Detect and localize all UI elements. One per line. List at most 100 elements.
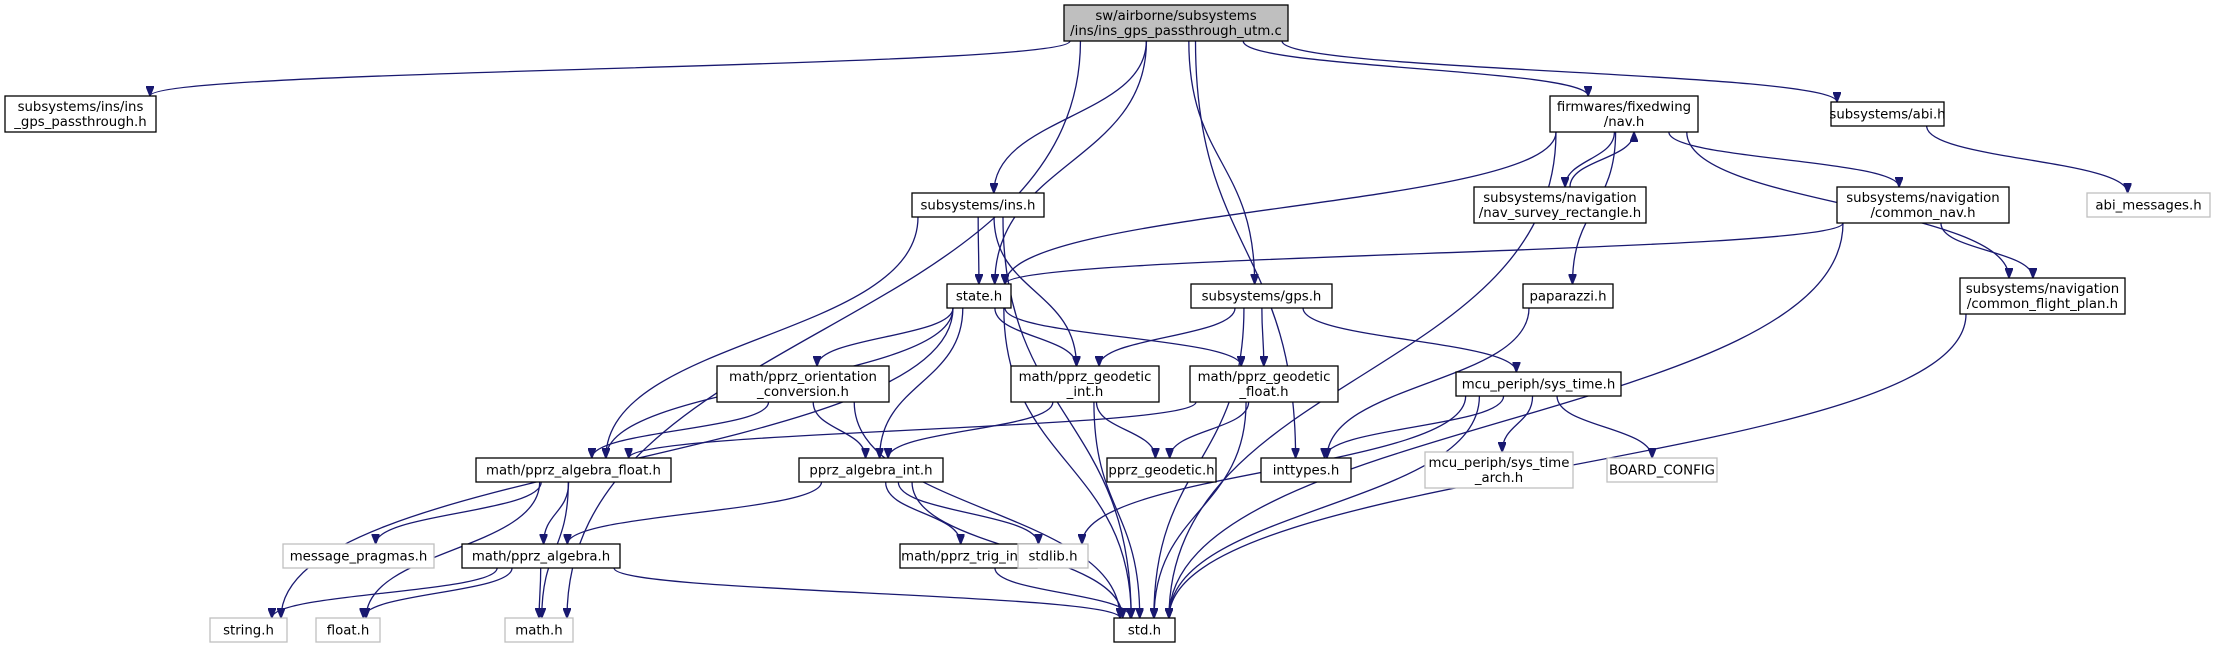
node-label-line: math/pprz_trig_int.h [901, 550, 1036, 565]
node-label-line: _arch.h [1474, 471, 1523, 486]
node-state-h[interactable]: state.h [946, 283, 1012, 309]
edge-algebra-float-h-to-algebra-h [544, 481, 570, 544]
node-nav-h[interactable]: firmwares/fixedwing/nav.h [1549, 95, 1699, 133]
edge-sys-time-h-to-board-config [1556, 395, 1652, 459]
edge-root-to-ins-h [994, 40, 1147, 193]
node-box [1260, 457, 1352, 483]
node-string-h[interactable]: string.h [209, 617, 288, 643]
node-message-pragmas-h[interactable]: message_pragmas.h [282, 543, 435, 569]
edge-root-to-nav-h [1242, 40, 1588, 97]
node-sys-time-arch-h[interactable]: mcu_periph/sys_time_arch.h [1424, 451, 1574, 489]
edge-orientation-conversion-h-to-std-h [853, 401, 1120, 618]
node-label-line: subsystems/gps.h [1202, 290, 1322, 305]
edge-trig-int-h-to-std-h [994, 567, 1131, 619]
node-orientation-conversion-h[interactable]: math/pprz_orientation_conversion.h [716, 365, 890, 403]
edge-common-nav-h-to-state-h [1005, 222, 1844, 285]
edge-root-to-state-h [995, 40, 1148, 284]
node-paparazzi-h[interactable]: paparazzi.h [1522, 283, 1614, 309]
edge-gps-h-to-geodetic-int-h [1099, 307, 1236, 367]
node-common-nav-h[interactable]: subsystems/navigation/common_nav.h [1836, 186, 2010, 224]
dependency-edges [150, 40, 2128, 619]
node-box [716, 365, 890, 403]
node-algebra-float-h[interactable]: math/pprz_algebra_float.h [475, 457, 672, 483]
node-geodetic-int-h[interactable]: math/pprz_geodetic_int.h [1010, 365, 1160, 403]
node-label-line: inttypes.h [1273, 464, 1340, 479]
node-label-line: state.h [956, 290, 1002, 305]
node-label-line: math/pprz_geodetic [1019, 370, 1152, 385]
edge-gps-h-to-geodetic-float-h [1262, 307, 1264, 366]
node-trig-int-h[interactable]: math/pprz_trig_int.h [899, 543, 1038, 569]
node-math-h[interactable]: math.h [504, 617, 574, 643]
node-board-config[interactable]: BOARD_CONFIG [1606, 457, 1718, 483]
node-box [1113, 617, 1176, 643]
edge-algebra-h-to-string-h [272, 567, 498, 619]
edge-nav-survey-rectangle-h-to-nav-h [1569, 131, 1634, 188]
node-label-line: math/pprz_algebra.h [472, 550, 610, 565]
node-inttypes-h[interactable]: inttypes.h [1260, 457, 1352, 483]
node-label-line: abi_messages.h [2095, 199, 2201, 214]
node-pprz-geodetic-h[interactable]: pprz_geodetic.h [1106, 457, 1217, 483]
node-stdlib-h[interactable]: stdlib.h [1017, 543, 1089, 569]
edge-sys-time-h-to-std-h [1169, 395, 1481, 618]
edge-geodetic-int-h-to-algebra-int-h [888, 401, 1054, 459]
node-label-line: /common_nav.h [1870, 206, 1975, 221]
node-algebra-h[interactable]: math/pprz_algebra.h [461, 543, 621, 569]
node-box [1473, 186, 1647, 224]
node-box [1455, 371, 1622, 397]
node-box [1606, 457, 1718, 483]
node-geodetic-float-h[interactable]: math/pprz_geodetic_float.h [1189, 365, 1339, 403]
edge-state-h-to-algebra-int-h [880, 307, 964, 458]
node-label-line: sw/airborne/subsystems [1095, 9, 1256, 24]
node-float-h[interactable]: float.h [315, 617, 381, 643]
edge-root-to-abi-h [1281, 40, 1837, 103]
node-box [282, 543, 435, 569]
node-label-line: firmwares/fixedwing [1557, 100, 1691, 115]
edge-common-nav-h-to-std-h [1169, 222, 1844, 618]
node-box [1549, 95, 1699, 133]
node-box [1836, 186, 2010, 224]
edge-ins-h-to-algebra-float-h [606, 216, 919, 458]
edge-algebra-float-h-to-message-pragmas-h [376, 481, 542, 545]
edge-geodetic-float-h-to-pprz-geodetic-h [1170, 401, 1250, 459]
node-ins-h[interactable]: subsystems/ins.h [911, 192, 1045, 218]
node-algebra-int-h[interactable]: pprz_algebra_int.h [798, 457, 944, 483]
edge-root-to-ins-gps-passthrough-h [150, 40, 1071, 97]
edge-abi-h-to-abi-messages-h [1926, 125, 2128, 194]
edge-algebra-int-h-to-stdlib-h [897, 481, 1038, 545]
node-label-line: pprz_geodetic.h [1108, 464, 1214, 479]
node-label-line: _float.h [1238, 385, 1288, 400]
node-abi-h[interactable]: subsystems/abi.h [1829, 101, 1946, 127]
edge-paparazzi-h-to-inttypes-h [1327, 307, 1530, 458]
node-sys-time-h[interactable]: mcu_periph/sys_time.h [1455, 371, 1622, 397]
node-gps-h[interactable]: subsystems/gps.h [1190, 283, 1333, 309]
node-ins-gps-passthrough-h[interactable]: subsystems/ins/ins_gps_passthrough.h [4, 95, 157, 133]
edge-nav-h-to-nav-survey-rectangle-h [1565, 131, 1616, 188]
node-box [1830, 101, 1945, 127]
node-abi-messages-h[interactable]: abi_messages.h [2086, 192, 2211, 218]
edge-root-to-gps-h [1188, 40, 1255, 284]
node-box [798, 457, 944, 483]
node-label-line: math.h [515, 624, 562, 639]
node-box [475, 457, 672, 483]
node-std-h[interactable]: std.h [1113, 617, 1176, 643]
node-label-line: stdlib.h [1028, 550, 1077, 565]
node-box [1522, 283, 1614, 309]
file-nodes: sw/airborne/subsystems/ins/ins_gps_passt… [4, 4, 2211, 643]
node-nav-survey-rectangle-h[interactable]: subsystems/navigation/nav_survey_rectang… [1473, 186, 1647, 224]
node-label-line: _gps_passthrough.h [13, 115, 146, 130]
node-box [1010, 365, 1160, 403]
node-common-flight-plan-h[interactable]: subsystems/navigation/common_flight_plan… [1959, 277, 2126, 315]
node-box [1063, 4, 1289, 42]
node-box [504, 617, 574, 643]
node-label-line: math/pprz_algebra_float.h [486, 464, 661, 479]
node-label-line: subsystems/ins.h [921, 199, 1036, 214]
node-label-line: subsystems/navigation [1483, 191, 1636, 206]
node-label-line: /nav.h [1604, 115, 1645, 130]
node-label-line: mcu_periph/sys_time.h [1462, 378, 1616, 393]
edge-algebra-h-to-math-h [539, 567, 541, 618]
node-label-line: message_pragmas.h [290, 550, 428, 565]
edge-nav-h-to-state-h [1005, 131, 1557, 284]
node-label-line: /nav_survey_rectangle.h [1479, 206, 1641, 221]
node-root[interactable]: sw/airborne/subsystems/ins/ins_gps_passt… [1063, 4, 1289, 42]
